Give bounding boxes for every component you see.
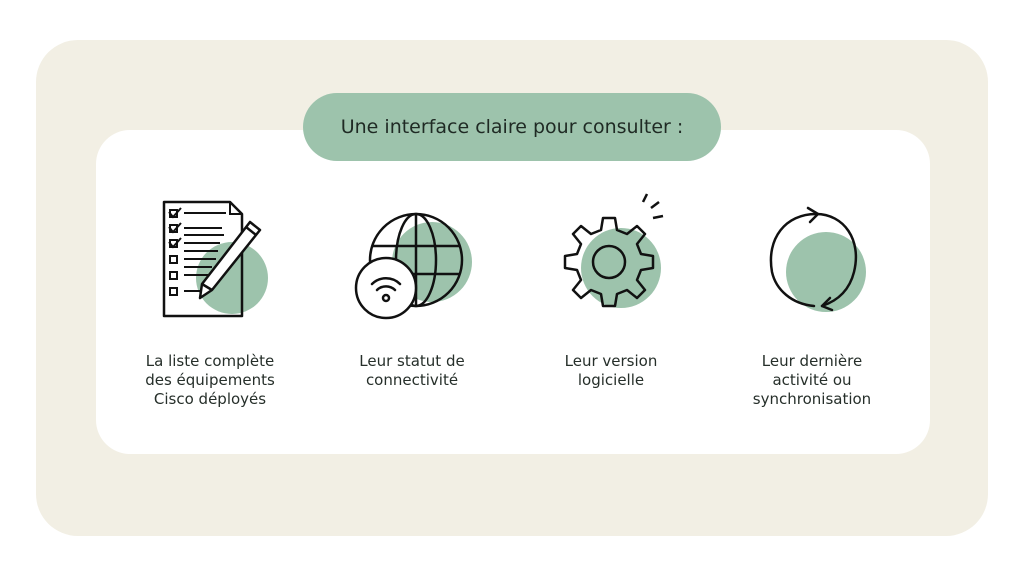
feature-caption: Leur dernière activité ou synchronisatio… <box>752 352 872 408</box>
page-title: Une interface claire pour consulter : <box>340 116 684 138</box>
sync-cycle-icon <box>752 190 872 330</box>
feature-caption: Leur statut de connectivité <box>359 352 465 389</box>
title-pill: Une interface claire pour consulter : <box>303 93 721 161</box>
globe-wifi-icon <box>352 190 472 330</box>
checklist-pencil-icon <box>150 190 270 330</box>
gear-icon <box>551 190 671 330</box>
feature-caption: La liste complète des équipements Cisco … <box>145 352 275 408</box>
feature-caption: Leur version logicielle <box>564 352 658 389</box>
